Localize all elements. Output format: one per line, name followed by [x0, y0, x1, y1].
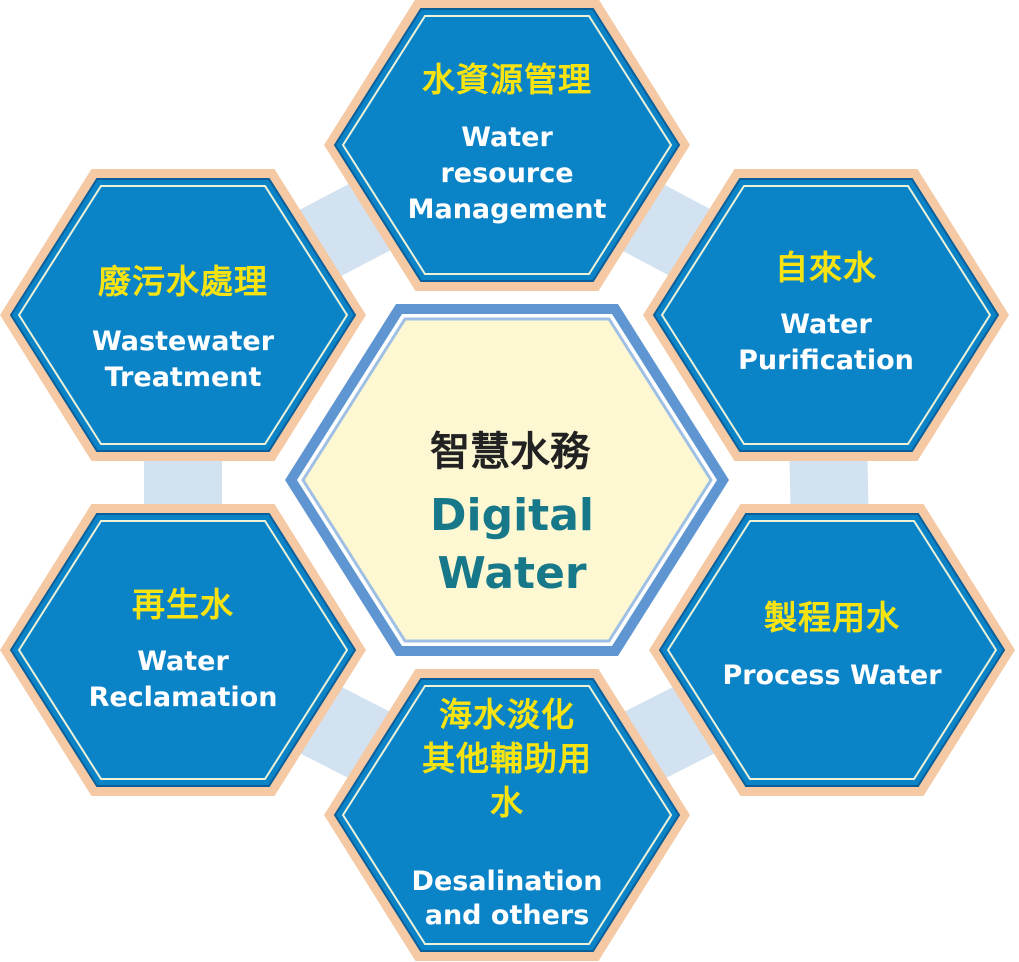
water-reclamation-title-zh: 再生水 [132, 585, 234, 624]
wastewater-treatment-hex-inner-line [17, 185, 349, 445]
center-title-en: Water [437, 548, 587, 599]
process-water-hex-inner-line [666, 520, 998, 780]
process-water-hex [658, 513, 1006, 787]
water-resource-management-title-en: resource [440, 158, 574, 189]
water-reclamation-title-en: Reclamation [88, 682, 278, 713]
water-reclamation-hex-inner-line [17, 520, 349, 780]
water-resource-management-title-en: Water [461, 122, 553, 153]
water-purification-title-zh: 自來水 [775, 248, 877, 287]
desalination-title-zh: 其他輔助用 [422, 739, 592, 778]
water-resource-management-hex-inner-line [341, 15, 673, 275]
desalination-title-zh: 海水淡化 [439, 695, 575, 734]
process-water-title-en: Process Water [722, 660, 942, 691]
water-purification-hex [652, 178, 1000, 452]
water-reclamation-hex [9, 513, 357, 787]
center-title-en: Digital [430, 490, 594, 541]
water-purification-hex-inner-line [660, 185, 992, 445]
process-water-title-zh: 製程用水 [764, 598, 900, 637]
water-purification-title-en: Purification [738, 345, 914, 376]
desalination-title-zh: 水 [490, 783, 524, 822]
desalination-hex-inner-line [341, 685, 673, 945]
wastewater-treatment-title-zh: 廢污水處理 [98, 262, 268, 301]
water-resource-management-title-zh: 水資源管理 [422, 60, 592, 99]
desalination-title-en: Desalination [411, 866, 603, 897]
water-purification-title-en: Water [780, 309, 872, 340]
desalination-hex [333, 678, 681, 952]
wastewater-treatment-title-en: Wastewater [91, 326, 275, 357]
center-title-zh: 智慧水務 [430, 429, 590, 475]
water-resource-management-hex [333, 8, 681, 282]
wastewater-treatment-hex [9, 178, 357, 452]
water-resource-management-title-en: Management [407, 194, 607, 225]
water-reclamation-title-en: Water [137, 646, 229, 677]
desalination-title-en: and others [424, 900, 590, 931]
center-hex [301, 317, 713, 643]
wastewater-treatment-title-en: Treatment [104, 362, 262, 393]
